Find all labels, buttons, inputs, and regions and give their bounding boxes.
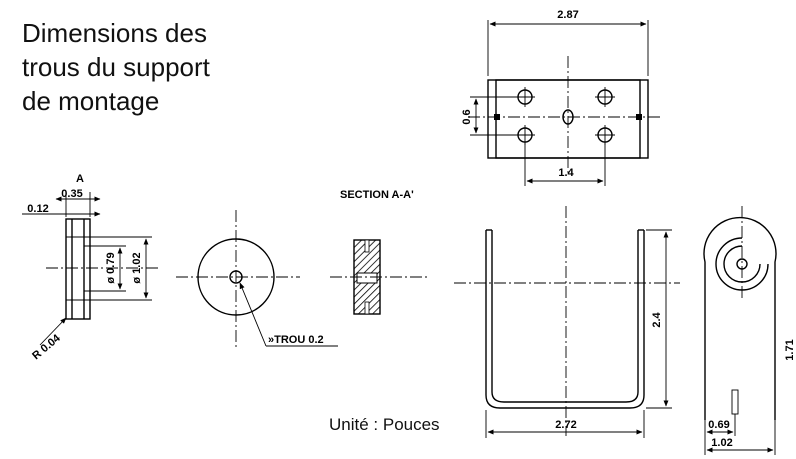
unit-note: Unité : Pouces [329,415,440,434]
hole-label: »TROU 0.2 [268,334,324,346]
dim-top-vertical: 0.6 [461,109,473,124]
dim-front-width: 2.72 [555,419,576,431]
right-view-arc-slot-inner [723,245,761,283]
section-marker: A [76,173,84,185]
dim-radius: R 0.04 [30,332,63,363]
dim-035: 0.35 [61,188,82,200]
dim-front-height: 2.4 [651,311,663,327]
dim-top-width: 2.87 [557,9,578,21]
hole-center [562,109,574,125]
section-label: SECTION A-A' [340,189,414,201]
dim-102: ø 1.02 [131,252,143,283]
title-line-2: trous du support [22,52,210,82]
side-view: A 0.35 0.12 ø 0.79 ø 1.02 R 0.04 [22,173,160,362]
section-view: SECTION A-A' [330,189,430,315]
bracket-inner [491,230,639,403]
hole-leader [239,282,267,347]
dim-top-spacing: 1.4 [558,167,574,179]
hole-view: »TROU 0.2 [176,210,338,350]
front-view: 2.72 2.4 [454,206,680,438]
bracket-outer [485,230,645,409]
title-line-3: de montage [22,86,160,116]
right-view-outline [703,216,777,420]
right-view-slot [731,389,739,415]
dim-line-radius [39,317,67,346]
dim-right-height: 1.71 [784,339,796,360]
side-view-outline [65,218,91,320]
title: Dimensions des trous du support de monta… [22,16,282,118]
dim-012: 0.12 [27,203,48,215]
right-view: 0.69 1.02 1.71 [703,206,796,455]
dim-right-102: 1.02 [711,437,732,449]
right-view-arc-slot [715,237,769,291]
title-line-1: Dimensions des [22,18,207,48]
dim-079: ø 0.79 [105,252,117,283]
dim-right-069: 0.69 [708,419,729,431]
section-bore [356,272,378,284]
top-view: 2.87 0.6 1.4 [461,9,660,186]
